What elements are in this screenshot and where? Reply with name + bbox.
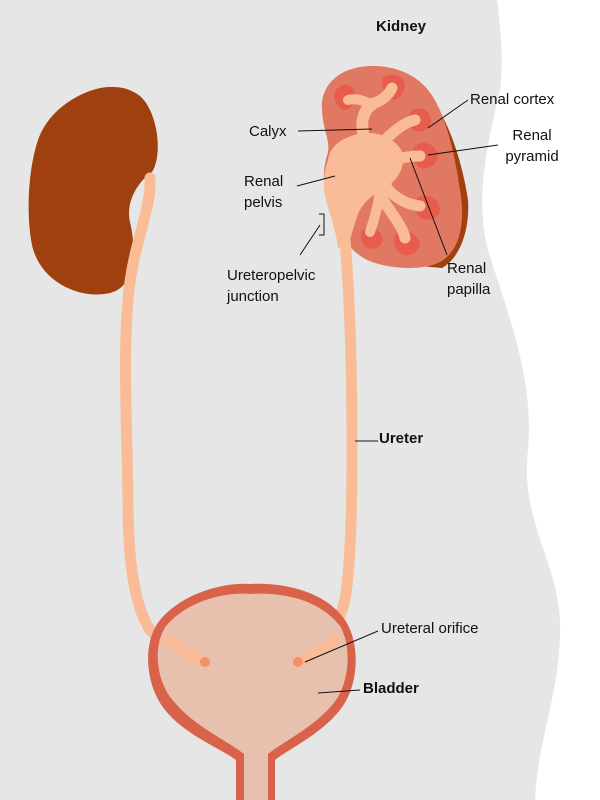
left-ureter <box>120 172 211 668</box>
renal-pelvis-label-line2: pelvis <box>244 194 283 211</box>
renal-pyramid-label-line1: Renal <box>512 127 552 144</box>
leader-ureteral-orifice <box>304 630 379 663</box>
bladder-label: Bladder <box>363 680 419 697</box>
renal-papilla-label-line1: Renal <box>447 260 487 277</box>
body-silhouette <box>482 0 600 800</box>
ureter-label: Ureter <box>379 430 424 447</box>
renal-cortex-label: Renal cortex <box>470 91 555 108</box>
renal-pyramid-label: Renal pyramid <box>492 125 572 167</box>
renal-pelvis-label-line1: Renal <box>244 173 284 190</box>
ureteropelvic-label-line2: junction <box>227 288 279 305</box>
ureteral-orifice-left <box>200 657 210 667</box>
leader-renal-cortex <box>427 99 469 129</box>
leader-calyx <box>297 128 373 132</box>
leader-renal-pyramid <box>427 144 499 156</box>
leader-lines <box>296 99 499 694</box>
ureteropelvic-label-line1: Ureteropelvic <box>227 267 316 284</box>
renal-pyramid-label-line2: pyramid <box>505 148 559 165</box>
ureteral-orifice-label: Ureteral orifice <box>381 620 479 637</box>
renal-pelvis-label: Renal pelvis <box>244 171 283 213</box>
ureteropelvic-junction-label: Ureteropelvic junction <box>227 265 315 307</box>
renal-papilla-label: Renal papilla <box>447 258 490 300</box>
leader-bladder <box>317 689 361 694</box>
leader-renal-papilla <box>409 157 448 256</box>
kidney-label: Kidney <box>376 18 427 35</box>
left-kidney <box>28 86 158 295</box>
ureteropelvic-bracket <box>319 213 325 236</box>
leader-renal-pelvis <box>296 175 336 187</box>
ureteral-orifice-right <box>293 657 303 667</box>
calyx-label: Calyx <box>249 123 287 140</box>
bladder <box>157 593 348 800</box>
leader-ureteropelvic <box>299 224 321 256</box>
renal-papilla-label-line2: papilla <box>447 281 491 298</box>
